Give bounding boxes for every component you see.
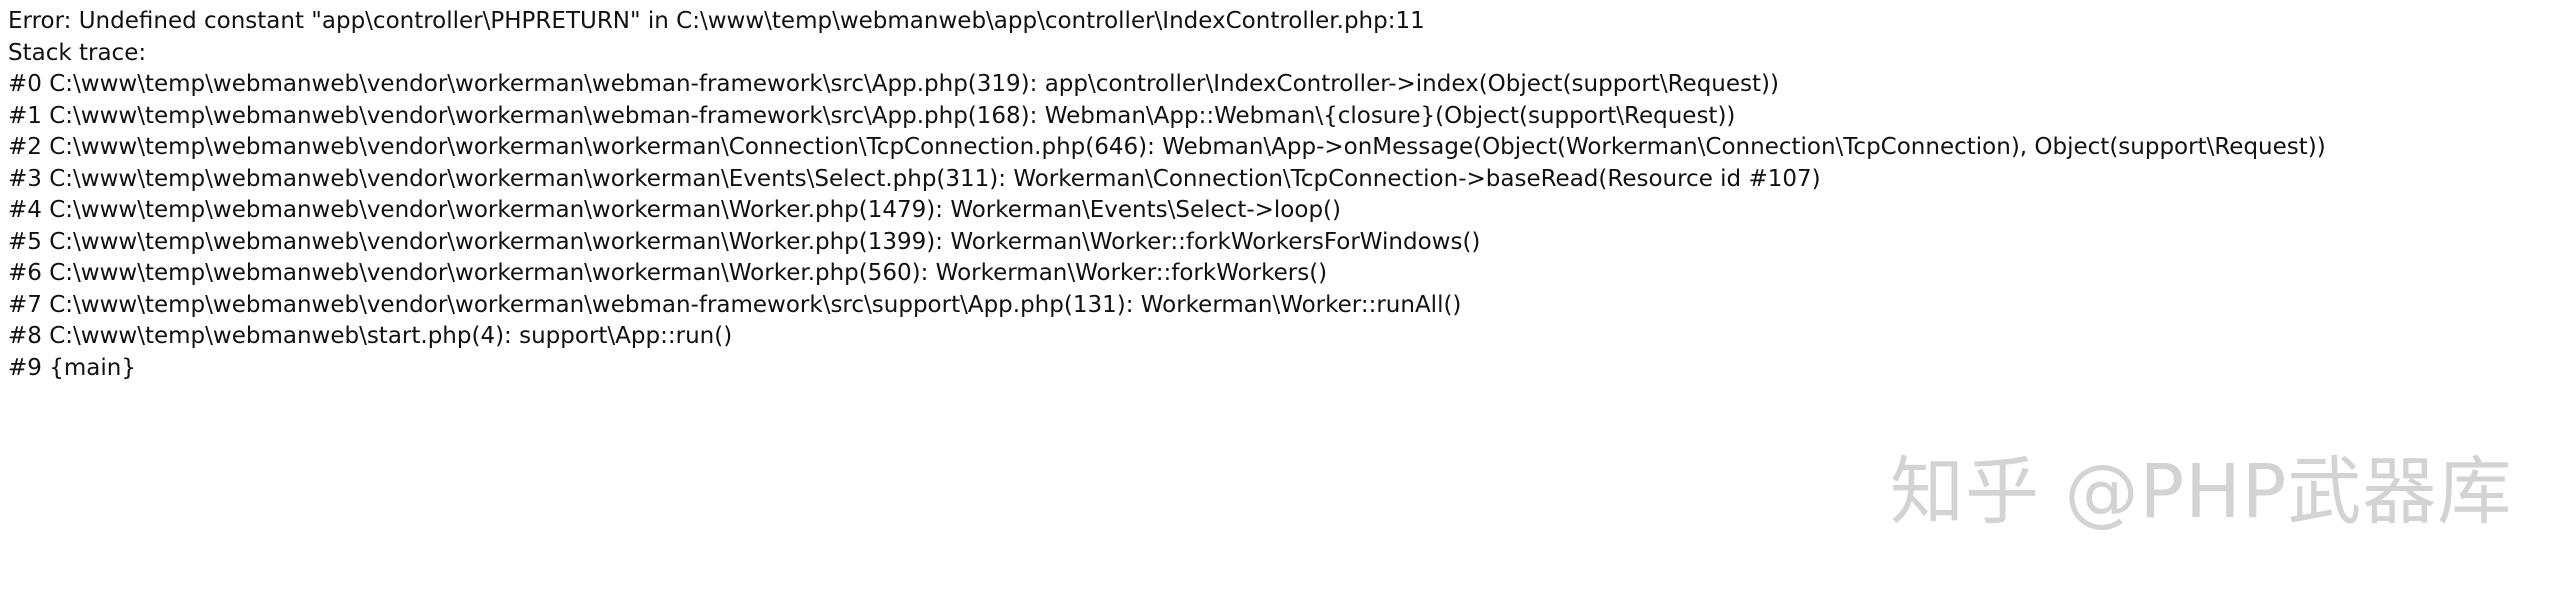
stack-frame: #4 C:\www\temp\webmanweb\vendor\workerma…	[8, 197, 1341, 223]
stack-frame: #3 C:\www\temp\webmanweb\vendor\workerma…	[8, 165, 1821, 192]
stack-frame: #0 C:\www\temp\webmanweb\vendor\workerma…	[8, 71, 1779, 97]
stack-frame: #2 C:\www\temp\webmanweb\vendor\workerma…	[8, 134, 2326, 160]
stack-trace-heading: Stack trace:	[8, 39, 147, 66]
stack-frame: #8 C:\www\temp\webmanweb\start.php(4): s…	[8, 323, 733, 349]
stack-frame: #7 C:\www\temp\webmanweb\vendor\workerma…	[8, 291, 1462, 318]
error-message: Error: Undefined constant "app\controlle…	[8, 8, 1425, 34]
stack-frame: #6 C:\www\temp\webmanweb\vendor\workerma…	[8, 260, 1328, 286]
stack-frame: #1 C:\www\temp\webmanweb\vendor\workerma…	[8, 102, 1736, 129]
zhihu-watermark: 知乎 @PHP武器库	[1890, 449, 2513, 535]
error-output: Error: Undefined constant "app\controlle…	[8, 6, 2528, 384]
stack-frame: #9 {main}	[8, 354, 136, 381]
stack-frame: #5 C:\www\temp\webmanweb\vendor\workerma…	[8, 228, 1481, 255]
